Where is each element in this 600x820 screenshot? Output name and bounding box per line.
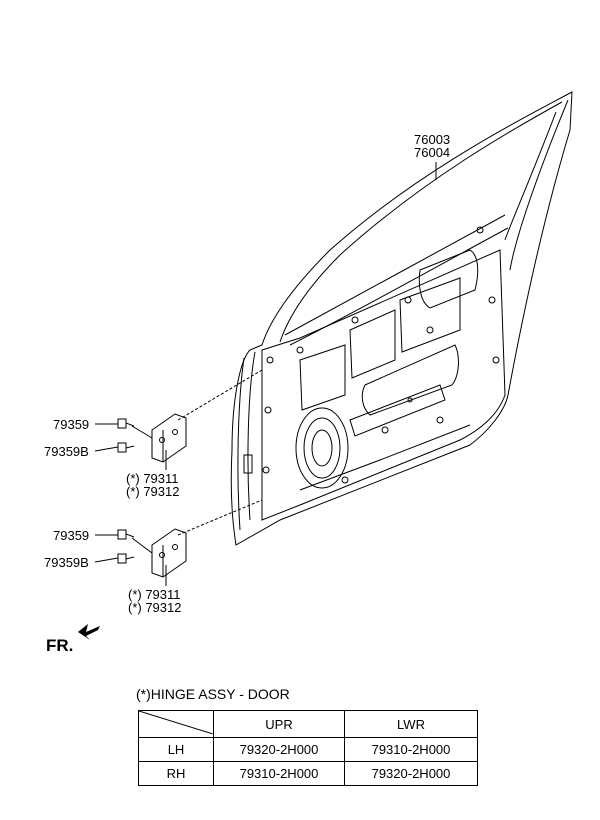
table-cell-lwr: 79320-2H000 <box>344 761 478 786</box>
front-direction-label: FR. <box>46 636 74 655</box>
table-cell-upr: 79320-2H000 <box>213 737 345 762</box>
callout-79311-upper: (*) 79311 <box>126 471 179 486</box>
table-row: RH 79310-2H000 79320-2H000 <box>138 761 478 786</box>
callout-79359b-lower: 79359B <box>44 555 89 570</box>
callout-76004: 76004 <box>414 145 451 160</box>
lower-bolts <box>117 529 135 564</box>
table-row-side: LH <box>138 737 214 762</box>
table-header-upr: UPR <box>213 710 345 738</box>
upper-bolts <box>117 418 135 453</box>
diagonal-divider <box>138 710 214 735</box>
table-row: LH 79320-2H000 79310-2H000 <box>138 737 478 762</box>
door-frame-inner <box>279 101 563 343</box>
arrow-down-left-icon <box>78 624 100 640</box>
table-header-row: UPR LWR <box>138 710 478 738</box>
table-corner-cell <box>138 710 214 738</box>
door-inner-panel <box>261 249 506 521</box>
hinge-part-table: UPR LWR LH 79320-2H000 79310-2H000 RH 79… <box>138 710 478 786</box>
callout-79359b-upper: 79359B <box>44 444 89 459</box>
hinge-assy-note: (*)HINGE ASSY - DOOR <box>136 686 290 702</box>
upper-hinge <box>131 413 187 463</box>
callout-76003: 76003 <box>414 132 451 147</box>
door-frame-outline <box>230 91 573 546</box>
speaker-opening <box>295 407 349 489</box>
callout-79312-lower: (*) 79312 <box>128 600 182 615</box>
callout-79359-upper: 79359 <box>53 417 90 432</box>
table-header-lwr: LWR <box>344 710 478 738</box>
table-row-side: RH <box>138 761 214 786</box>
callout-79312-upper: (*) 79312 <box>126 484 180 499</box>
table-cell-upr: 79310-2H000 <box>213 761 345 786</box>
table-cell-lwr: 79310-2H000 <box>344 737 478 762</box>
callout-79311-lower: (*) 79311 <box>128 587 181 602</box>
lower-hinge <box>131 528 187 578</box>
callout-79359-lower: 79359 <box>53 528 90 543</box>
